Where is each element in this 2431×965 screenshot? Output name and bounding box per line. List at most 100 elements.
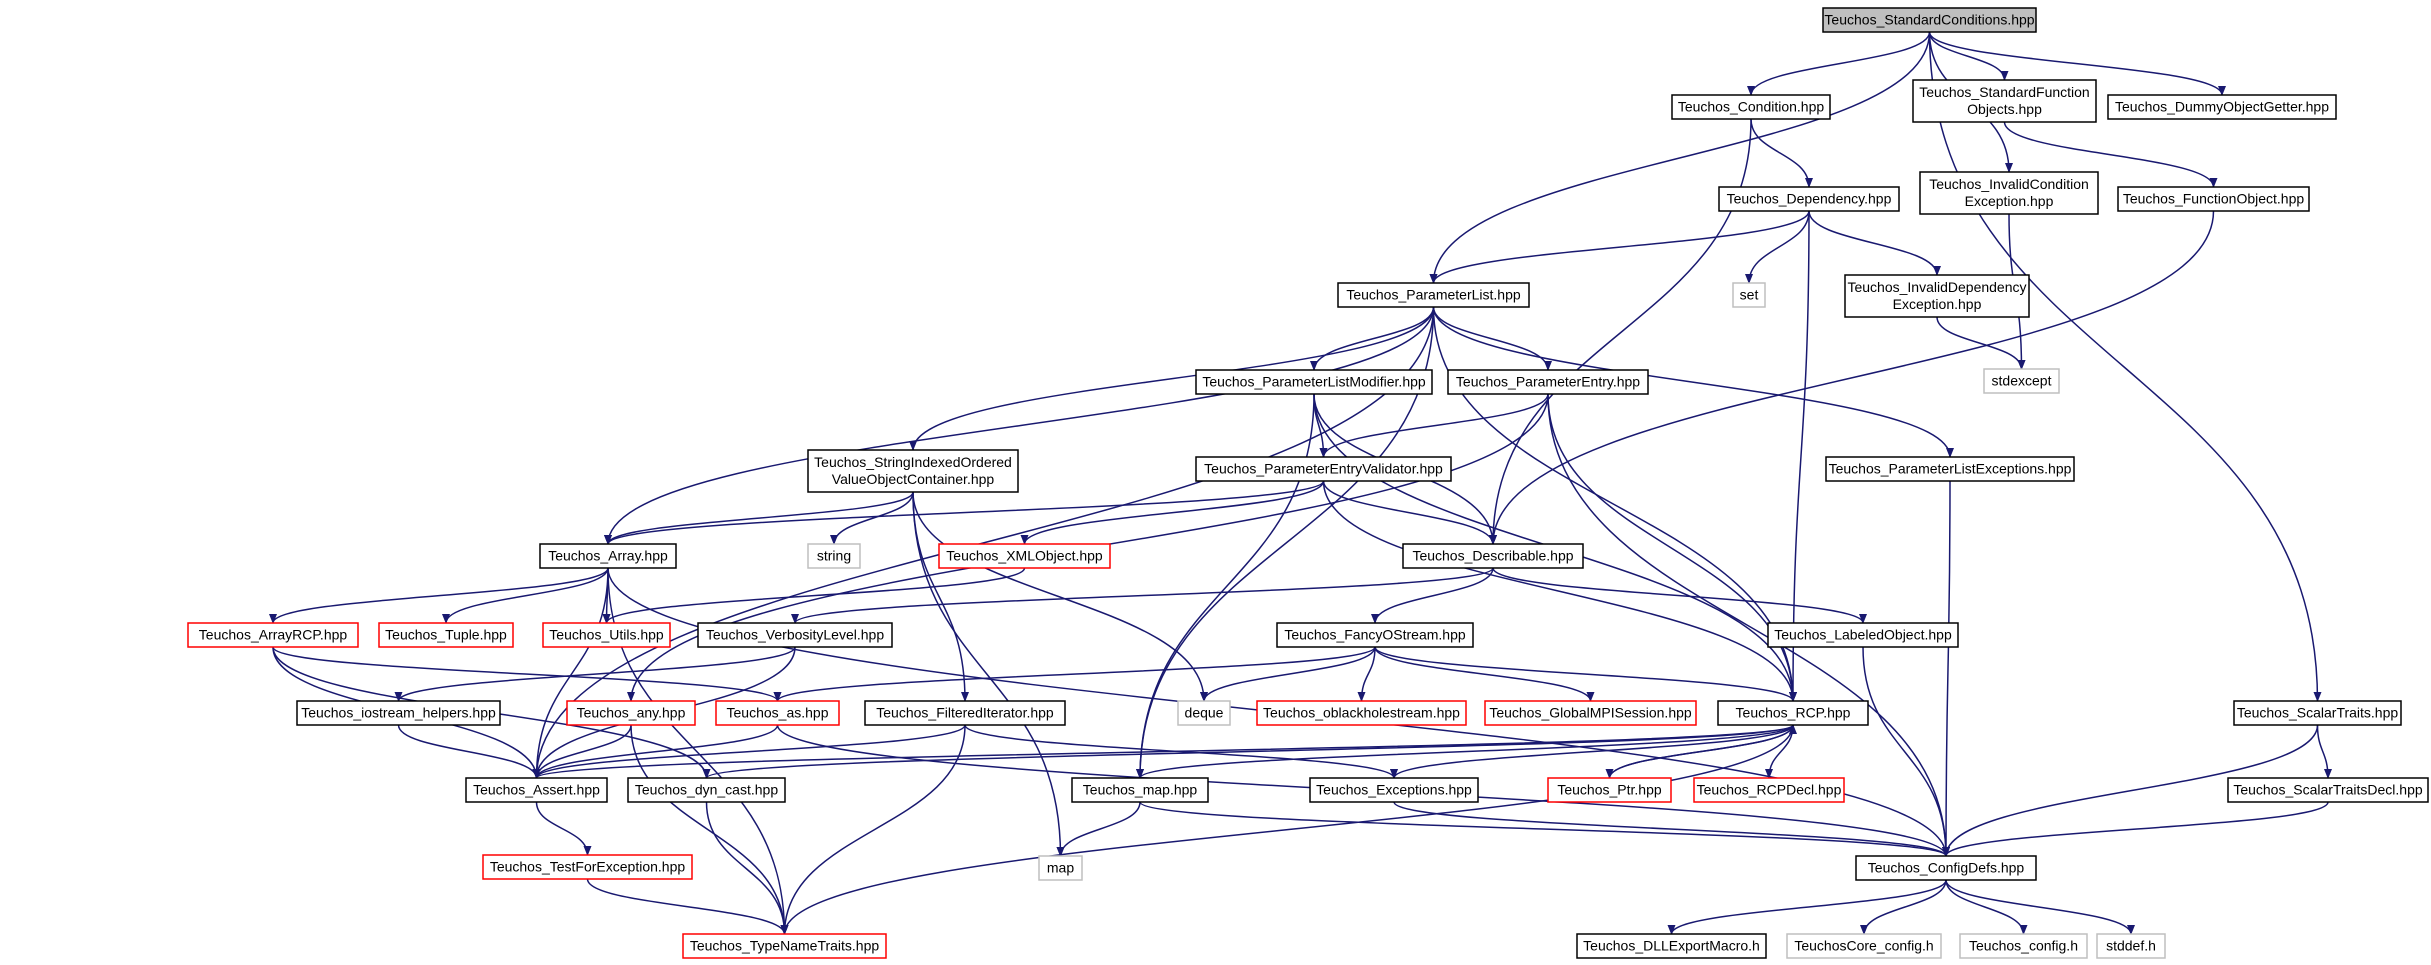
node-labeled[interactable]: Teuchos_LabeledObject.hpp — [1767, 622, 1959, 648]
node-sioc[interactable]: Teuchos_StringIndexedOrderedValueObjectC… — [807, 449, 1019, 493]
node-array[interactable]: Teuchos_Array.hpp — [539, 543, 677, 569]
node-describable[interactable]: Teuchos_Describable.hpp — [1402, 543, 1584, 569]
node-box-dummy — [2107, 94, 2337, 120]
node-condition[interactable]: Teuchos_Condition.hpp — [1671, 94, 1831, 120]
edge-pev-to-xmlobj — [1020, 480, 1325, 545]
node-fancyos[interactable]: Teuchos_FancyOStream.hpp — [1276, 622, 1474, 648]
node-dummy[interactable]: Teuchos_DummyObjectGetter.hpp — [2107, 94, 2337, 120]
node-set[interactable]: set — [1732, 282, 1766, 308]
node-tconfig[interactable]: Teuchos_config.h — [1959, 933, 2088, 959]
node-as[interactable]: Teuchos_as.hpp — [715, 700, 840, 726]
node-globalmpi[interactable]: Teuchos_GlobalMPISession.hpp — [1484, 700, 1697, 726]
node-exceptions[interactable]: Teuchos_Exceptions.hpp — [1309, 777, 1479, 803]
node-stddef[interactable]: stddef.h — [2096, 933, 2166, 959]
node-iostream[interactable]: Teuchos_iostream_helpers.hpp — [296, 700, 501, 726]
node-label-xmlobj-0: Teuchos_XMLObject.hpp — [946, 548, 1103, 564]
node-rcpdecl[interactable]: Teuchos_RCPDecl.hpp — [1693, 777, 1845, 803]
node-map[interactable]: map — [1038, 855, 1083, 881]
node-paramlist[interactable]: Teuchos_ParameterList.hpp — [1337, 282, 1530, 308]
node-dyncast[interactable]: Teuchos_dyn_cast.hpp — [627, 777, 786, 803]
node-box-as — [715, 700, 840, 726]
node-label-plexc-0: Teuchos_ParameterListExceptions.hpp — [1829, 461, 2072, 477]
edge-pev-to-array — [604, 480, 1325, 545]
node-std_cond[interactable]: Teuchos_StandardConditions.hpp — [1822, 7, 2037, 33]
edge-sioc-to-deque — [912, 491, 1208, 702]
node-filtered[interactable]: Teuchos_FilteredIterator.hpp — [864, 700, 1066, 726]
node-string[interactable]: string — [807, 543, 861, 569]
node-stdexcept[interactable]: stdexcept — [1983, 368, 2060, 394]
edge-rcp-to-dyncast — [702, 724, 1794, 779]
node-box-arrayrcp — [187, 622, 359, 648]
node-xmlobj[interactable]: Teuchos_XMLObject.hpp — [938, 543, 1111, 569]
node-oblack[interactable]: Teuchos_oblackholestream.hpp — [1256, 700, 1467, 726]
edge-dependency-to-set — [1745, 210, 1810, 284]
node-label-filtered-0: Teuchos_FilteredIterator.hpp — [876, 705, 1054, 721]
node-tuple[interactable]: Teuchos_Tuple.hpp — [378, 622, 514, 648]
node-plmod[interactable]: Teuchos_ParameterListModifier.hpp — [1195, 369, 1433, 395]
node-box-stddef — [2096, 933, 2166, 959]
edge-paramlist-to-sioc — [909, 306, 1435, 451]
node-utils[interactable]: Teuchos_Utils.hpp — [542, 622, 671, 648]
node-label-set-0: set — [1740, 287, 1759, 303]
edge-xmlobj-to-utils — [602, 567, 1026, 624]
node-box-testfor — [482, 854, 693, 880]
edge-iostream-to-assert — [397, 724, 541, 779]
edge-rcp-to-exceptions — [1390, 724, 1794, 779]
node-pentry[interactable]: Teuchos_ParameterEntry.hpp — [1447, 369, 1649, 395]
edge-fancyos-to-deque — [1200, 646, 1376, 702]
edge-scalar-to-scalardecl — [2316, 724, 2332, 779]
node-plexc[interactable]: Teuchos_ParameterListExceptions.hpp — [1825, 456, 2075, 482]
node-box-map — [1038, 855, 1083, 881]
edge-paramlist-to-pentry — [1432, 306, 1552, 371]
node-label-any-0: Teuchos_any.hpp — [577, 705, 686, 721]
node-corecfg[interactable]: TeuchosCore_config.h — [1786, 933, 1942, 959]
node-typename[interactable]: Teuchos_TypeNameTraits.hpp — [682, 933, 887, 959]
node-box-fancyos — [1276, 622, 1474, 648]
node-label-invdep-0: Teuchos_InvalidDependency — [1847, 279, 2026, 295]
node-pev[interactable]: Teuchos_ParameterEntryValidator.hpp — [1195, 456, 1452, 482]
node-map_hpp[interactable]: Teuchos_map.hpp — [1071, 777, 1209, 803]
node-box-verbosity — [697, 622, 893, 648]
node-label-stdfunc-1: Objects.hpp — [1967, 101, 2042, 117]
node-funcobj[interactable]: Teuchos_FunctionObject.hpp — [2117, 186, 2310, 212]
edge-scalar-to-configdefs — [1942, 724, 2319, 857]
edge-std_cond-to-scalar — [1928, 31, 2322, 702]
node-box-tuple — [378, 622, 514, 648]
node-any[interactable]: Teuchos_any.hpp — [566, 700, 696, 726]
node-ptr[interactable]: Teuchos_Ptr.hpp — [1547, 777, 1672, 803]
node-box-xmlobj — [938, 543, 1111, 569]
node-deque[interactable]: deque — [1177, 700, 1231, 726]
edge-arrayrcp-to-as — [272, 646, 782, 702]
node-label-labeled-0: Teuchos_LabeledObject.hpp — [1774, 627, 1952, 643]
node-label-utils-0: Teuchos_Utils.hpp — [549, 627, 664, 643]
node-scalardecl[interactable]: Teuchos_ScalarTraitsDecl.hpp — [2227, 777, 2429, 803]
node-label-array-0: Teuchos_Array.hpp — [548, 548, 668, 564]
edge-paramlist-to-map_hpp — [1136, 306, 1435, 779]
edge-sioc-to-map — [912, 491, 1065, 857]
edge-verbosity-to-iostream — [394, 646, 796, 702]
node-verbosity[interactable]: Teuchos_VerbosityLevel.hpp — [697, 622, 893, 648]
node-label-deque-0: deque — [1185, 705, 1224, 721]
node-rcp[interactable]: Teuchos_RCP.hpp — [1717, 700, 1869, 726]
edge-any-to-typename — [630, 724, 789, 935]
edge-testfor-to-typename — [586, 878, 789, 935]
node-label-dependency-0: Teuchos_Dependency.hpp — [1727, 191, 1892, 207]
node-configdefs[interactable]: Teuchos_ConfigDefs.hpp — [1855, 855, 2037, 881]
node-label-ptr-0: Teuchos_Ptr.hpp — [1557, 782, 1662, 798]
node-dllexport[interactable]: Teuchos_DLLExportMacro.h — [1576, 933, 1767, 959]
node-assert[interactable]: Teuchos_Assert.hpp — [465, 777, 608, 803]
edge-sioc-to-string — [830, 491, 914, 545]
node-box-condition — [1671, 94, 1831, 120]
node-label-exceptions-0: Teuchos_Exceptions.hpp — [1316, 782, 1472, 798]
node-arrayrcp[interactable]: Teuchos_ArrayRCP.hpp — [187, 622, 359, 648]
node-dependency[interactable]: Teuchos_Dependency.hpp — [1718, 186, 1900, 212]
edge-exceptions-to-configdefs — [1393, 801, 1950, 857]
node-box-paramlist — [1337, 282, 1530, 308]
node-box-typename — [682, 933, 887, 959]
node-testfor[interactable]: Teuchos_TestForException.hpp — [482, 854, 693, 880]
edge-fancyos-to-oblack — [1357, 646, 1376, 702]
node-scalar[interactable]: Teuchos_ScalarTraits.hpp — [2233, 700, 2402, 726]
